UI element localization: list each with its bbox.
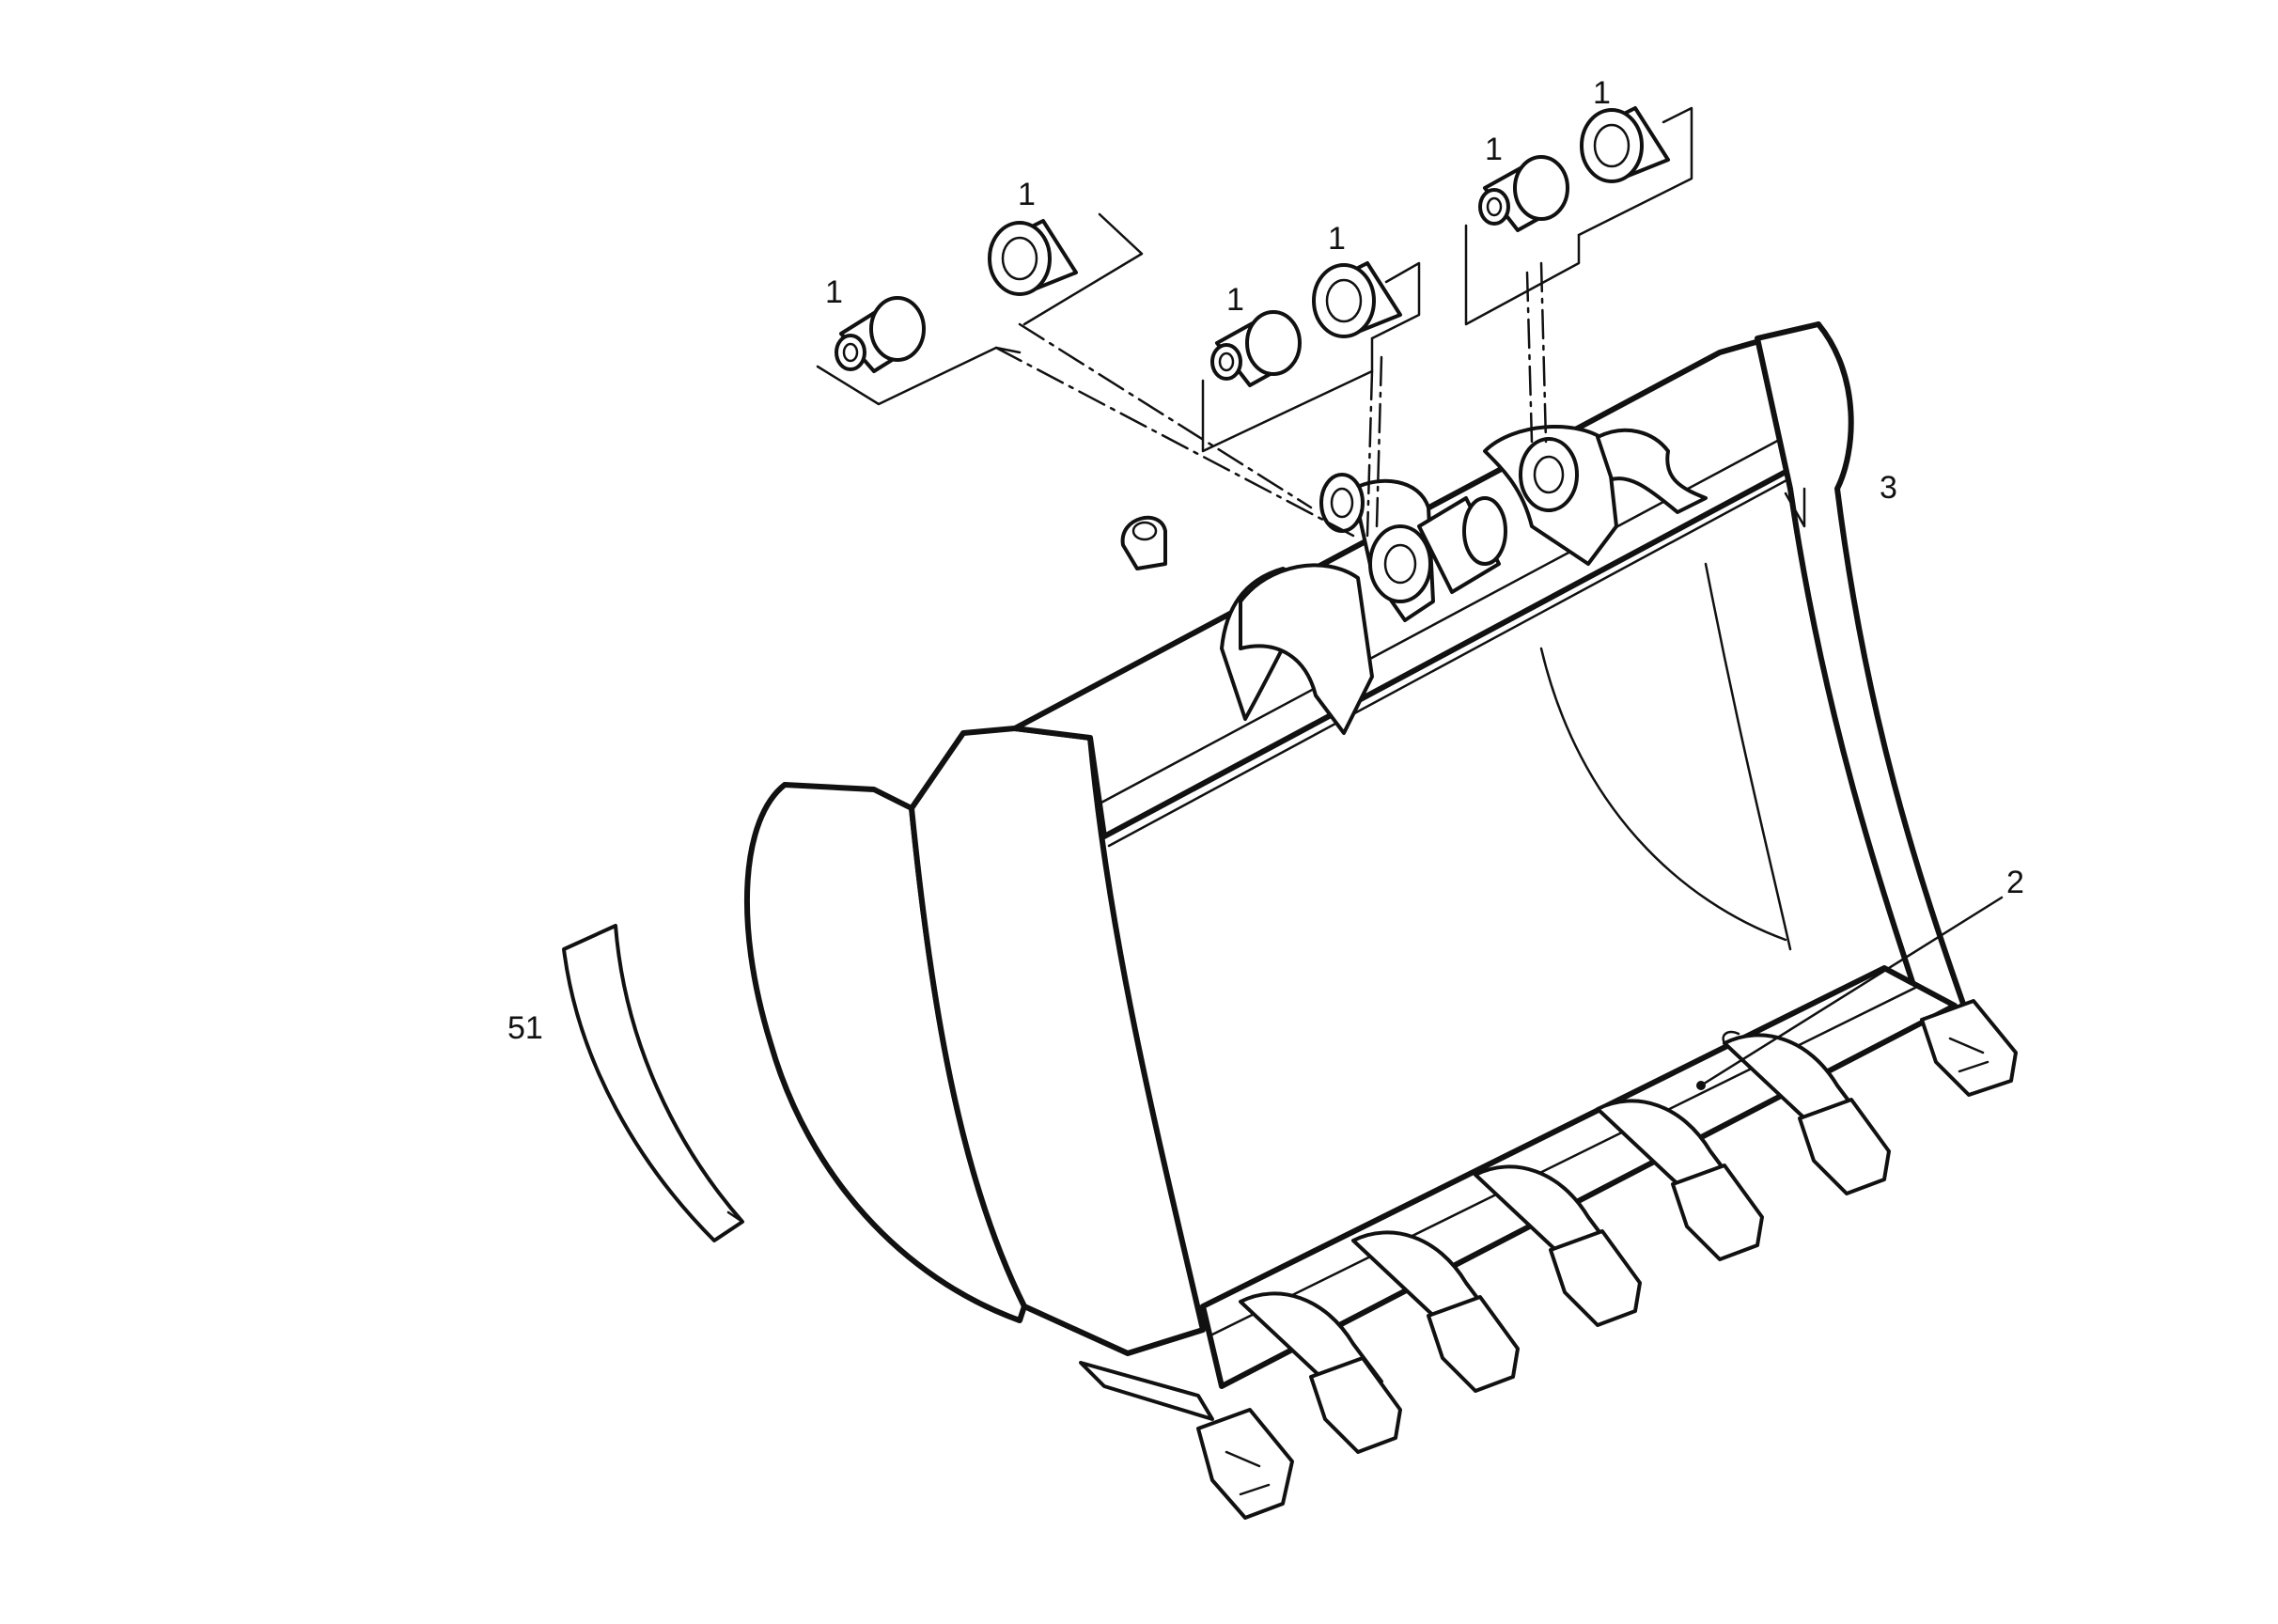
leader-dot-teeth [1696, 1081, 1706, 1090]
bushing [1580, 106, 1670, 183]
center-boss-mid [1368, 524, 1432, 603]
bushing [988, 219, 1078, 296]
bucket-teeth [1196, 999, 2018, 1520]
label-bushing-1: 1 [825, 274, 843, 310]
tooth [1351, 1230, 1520, 1393]
label-bushing-3: 1 [1226, 282, 1244, 318]
bushing [1210, 310, 1302, 387]
bucket-inner-curve [1539, 647, 1787, 942]
tooth [1196, 1408, 1294, 1520]
tooth [1596, 1099, 1764, 1261]
label-bushing-4: 1 [1328, 221, 1346, 257]
center-lines [994, 261, 1548, 538]
center-pin [1417, 496, 1501, 594]
center-boss-left [1319, 473, 1365, 533]
bucket-left-wall [909, 726, 1206, 1356]
left-lug-inner [1239, 563, 1374, 735]
left-mount-ear [1120, 515, 1167, 570]
bucket-corner-wear-plate [1079, 1361, 1214, 1421]
bushing [1312, 261, 1402, 338]
right-lug-outer [1596, 428, 1708, 514]
bushing [835, 296, 926, 373]
label-bushing-6: 1 [1593, 75, 1611, 111]
tooth [1920, 999, 2018, 1097]
mounting-bosses [1120, 425, 1806, 735]
label-bushing-2: 1 [1018, 177, 1036, 212]
leader-line-teeth [1699, 896, 2004, 1087]
label-bushing-5: 1 [1485, 132, 1503, 167]
label-strip-51: 51 [507, 1010, 543, 1046]
tooth [1239, 1291, 1402, 1454]
right-boss [1519, 437, 1579, 512]
bucket-right-side-plate [1755, 321, 1972, 1027]
label-bucket-3: 3 [1880, 470, 1897, 506]
wear-strip-51 [562, 924, 744, 1242]
bushing [1478, 155, 1569, 232]
bushing-group-brackets [816, 106, 1693, 453]
bushings [835, 106, 1670, 387]
label-teeth-2: 2 [2006, 865, 2024, 900]
tooth [1723, 1033, 1891, 1195]
tooth [1474, 1164, 1642, 1327]
